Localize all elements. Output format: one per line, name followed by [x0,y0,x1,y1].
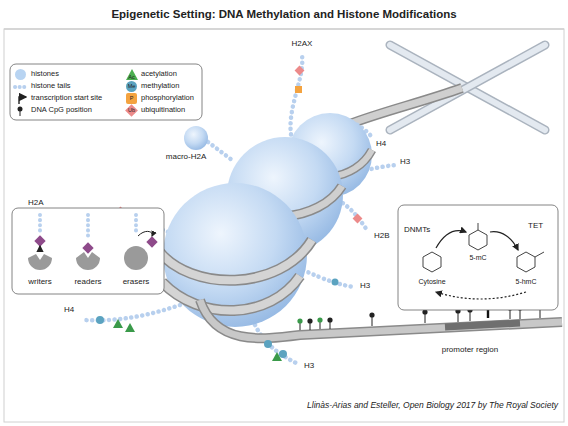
enzyme-label: TET [528,222,543,231]
histone-label: H4 [376,140,386,149]
histone-label: H3 [360,282,370,291]
role-label: erasers [123,278,150,287]
histone-label: macro-H2A [166,153,206,162]
legend-text: phosphorylation [141,94,194,102]
legend-text: acetylation [141,70,177,78]
region-label: promoter region [442,346,498,355]
legend-text: histone tails [31,82,71,90]
role-label: readers [74,278,101,287]
legend-text: transcription start site [31,94,102,102]
figure-caption: Llinàs-Arias and Esteller, Open Biology … [307,401,558,410]
enzyme-label: DNMTs [404,226,430,235]
legend-text: DNA CpG position [31,106,92,114]
molecule-label: 5-hmC [515,278,536,286]
histone-label: H2AX [292,40,313,49]
histone-label: H2A [28,199,44,208]
molecule-label: 5-mC [469,254,486,262]
histone-label: H3 [304,362,314,371]
role-label: writers [28,278,52,287]
mark-symbol-text: Ub [128,108,135,114]
molecule-label: Cytosine [418,278,445,286]
mark-symbol-text: Ac [128,75,134,81]
legend-text: ubiquitination [141,106,185,114]
mark-symbol-text: P [130,96,134,102]
histone-label: H4 [64,306,74,315]
histone-label: H2B [374,232,390,241]
figure-title: Epigenetic Setting: DNA Methylation and … [0,8,568,21]
legend-text: histones [31,70,59,78]
legend-swatch [15,69,26,80]
legend-text: methylation [141,82,179,90]
mark-symbol-text: Me [128,84,136,90]
histone-label: H3 [400,158,410,167]
